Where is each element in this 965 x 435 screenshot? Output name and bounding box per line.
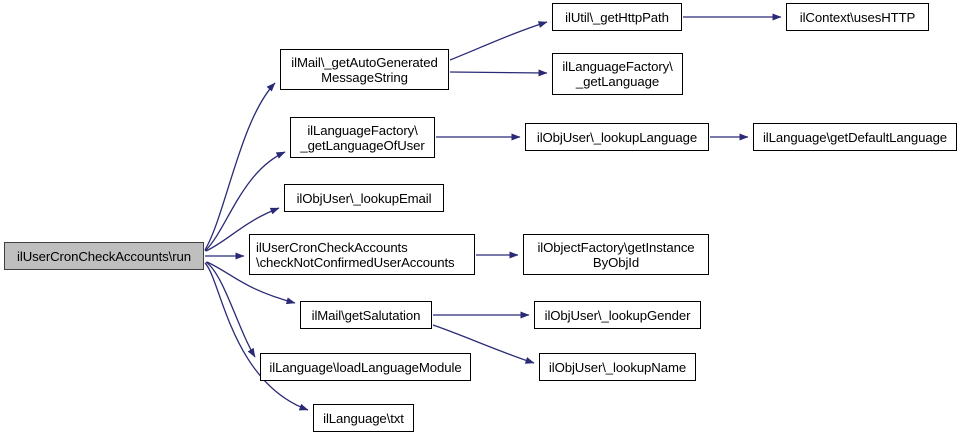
graph-node-langfactory_getlanguage[interactable]: ilLanguageFactory\_getLanguage xyxy=(552,53,683,95)
node-label: ilUserCronCheckAccounts xyxy=(256,239,408,255)
edge-mail_autogen-to-langfactory_getlanguage xyxy=(449,69,548,77)
graph-node-language_txt[interactable]: ilLanguage\txt xyxy=(313,404,414,432)
node-label: MessageString xyxy=(321,69,408,85)
node-label: ilLanguageFactory\ xyxy=(307,122,418,138)
node-label: _getLanguageOfUser xyxy=(300,137,425,153)
graph-node-root[interactable]: ilUserCronCheckAccounts\run xyxy=(4,242,204,270)
node-label: ilLanguage\loadLanguageModule xyxy=(269,359,462,375)
edge-root-to-mail_getsalutation xyxy=(206,261,296,305)
node-label: ilUtil\_getHttpPath xyxy=(565,9,669,25)
node-label: ilObjUser\_lookupLanguage xyxy=(536,129,698,145)
node-label: ilObjUser\_lookupEmail xyxy=(296,190,432,206)
node-label: ilObjUser\_lookupName xyxy=(548,359,687,375)
graph-node-cron_checknotconfirmed[interactable]: ilUserCronCheckAccounts\checkNotConfirme… xyxy=(249,234,475,275)
graph-node-objuser_lookuplanguage[interactable]: ilObjUser\_lookupLanguage xyxy=(525,123,709,151)
node-label: \checkNotConfirmedUserAccounts xyxy=(256,254,455,270)
edge-root-to-objuser_lookupemail xyxy=(205,207,280,252)
graph-node-language_getdefaultlanguage[interactable]: ilLanguage\getDefaultLanguage xyxy=(753,123,957,151)
node-label: ilObjectFactory\getInstance xyxy=(537,239,695,255)
graph-node-language_loadlanguagemodule[interactable]: ilLanguage\loadLanguageModule xyxy=(260,353,471,381)
node-label: ilLanguageFactory\ xyxy=(562,59,673,74)
graph-node-util_httppath[interactable]: ilUtil\_getHttpPath xyxy=(552,3,682,31)
node-label: ilContext\usesHTTP xyxy=(799,9,916,25)
node-label: ByObjId xyxy=(592,254,640,270)
node-label: _getLanguage xyxy=(575,74,660,89)
node-label: ilMail\_getAutoGenerated xyxy=(291,54,438,70)
graph-node-objuser_lookupname[interactable]: ilObjUser\_lookupName xyxy=(539,353,696,381)
node-label: ilObjUser\_lookupGender xyxy=(544,307,691,323)
graph-node-langfactory_getlanguageofuser[interactable]: ilLanguageFactory\_getLanguageOfUser xyxy=(290,117,435,158)
edge-mail_getsalutation-to-objuser_lookupname xyxy=(432,324,535,364)
edge-root-to-langfactory_getlanguageofuser xyxy=(204,151,286,252)
node-label: ilMail\getSalutation xyxy=(311,307,421,323)
graph-node-objuser_lookupemail[interactable]: ilObjUser\_lookupEmail xyxy=(284,184,444,212)
graph-node-objuser_lookupgender[interactable]: ilObjUser\_lookupGender xyxy=(534,301,701,329)
edge-mail_autogen-to-util_httppath xyxy=(449,21,548,61)
edge-group xyxy=(204,13,782,411)
node-label: ilLanguage\getDefaultLanguage xyxy=(762,129,948,145)
graph-node-mail_getsalutation[interactable]: ilMail\getSalutation xyxy=(300,301,432,329)
edge-root-to-mail_autogen xyxy=(204,82,276,251)
node-label: ilLanguage\txt xyxy=(323,410,404,426)
edge-root-to-language_loadlanguagemodule xyxy=(205,261,256,358)
node-label: ilUserCronCheckAccounts\run xyxy=(17,248,191,264)
graph-node-context_useshttp[interactable]: ilContext\usesHTTP xyxy=(786,3,929,31)
edge-root-to-language_txt xyxy=(204,262,309,411)
